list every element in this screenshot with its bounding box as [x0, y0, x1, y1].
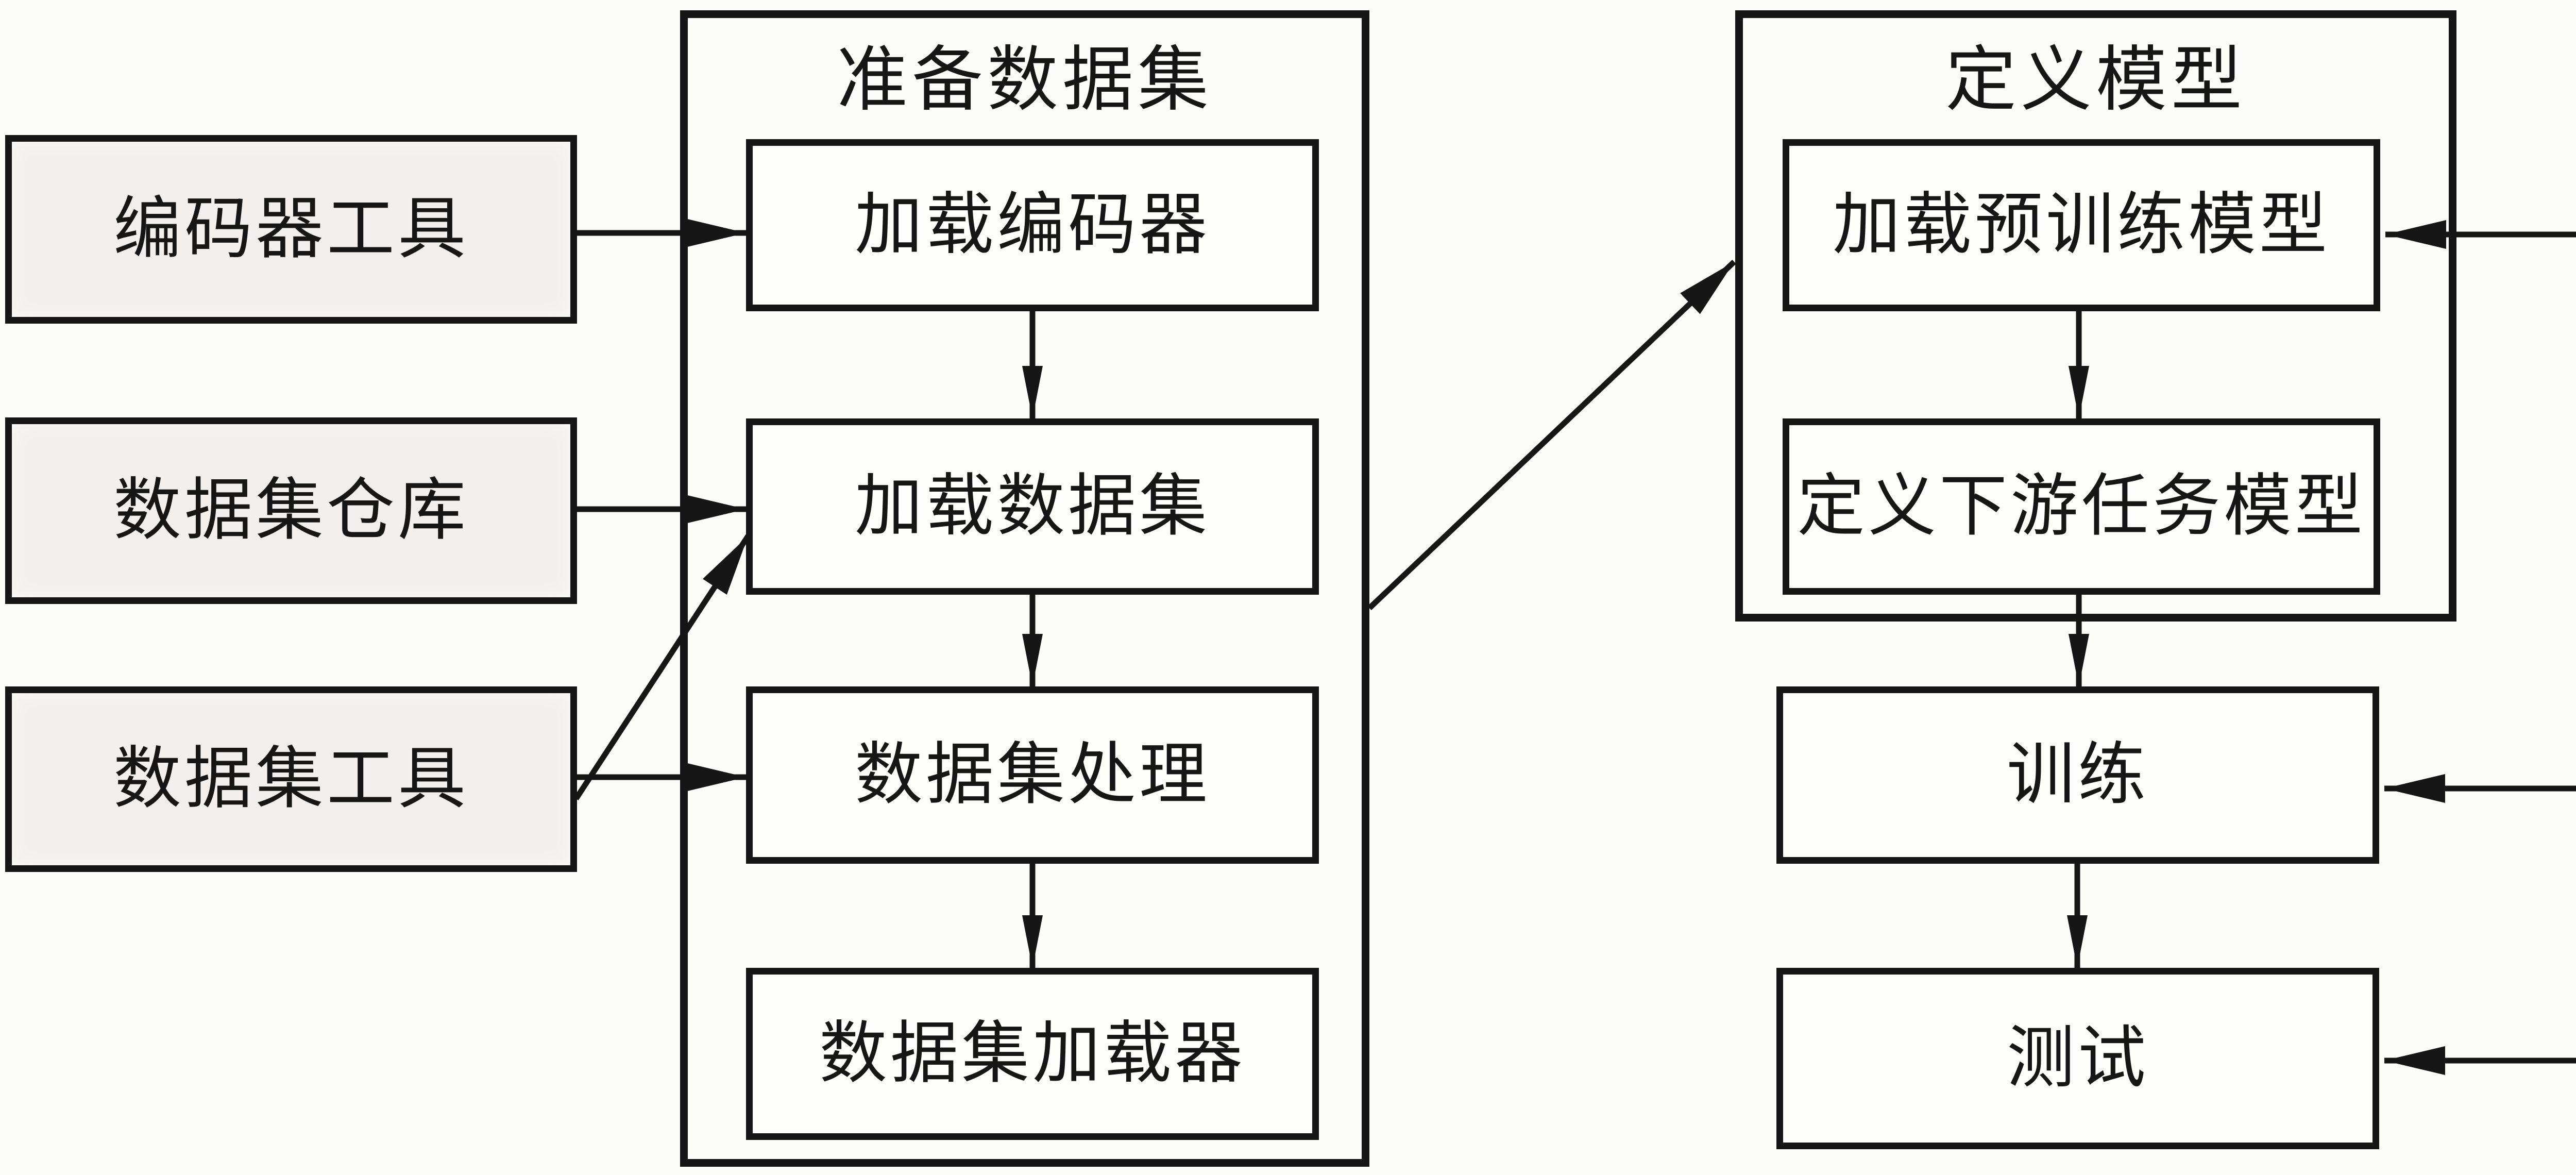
node-define-downstream-task-model: 定义下游任务模型 [1783, 418, 2380, 595]
node-dataset-loader: 数据集加载器 [746, 968, 1319, 1140]
node-define-downstream-task-model-label: 定义下游任务模型 [1797, 468, 2366, 544]
group-define-model: 定义模型 [1735, 10, 2456, 622]
node-load-pretrained-model-label: 加载预训练模型 [1833, 187, 2330, 263]
node-dataset-tools-label: 数据集工具 [113, 741, 469, 817]
node-encoder-tools-label: 编码器工具 [113, 191, 469, 267]
node-dataset-processing: 数据集处理 [746, 686, 1319, 864]
node-load-encoder: 加载编码器 [746, 139, 1319, 311]
node-encoder-tools: 编码器工具 [5, 135, 577, 324]
node-dataset-tools: 数据集工具 [5, 686, 577, 872]
node-dataset-loader-label: 数据集加载器 [819, 1016, 1246, 1092]
node-test: 测试 [1776, 968, 2379, 1149]
node-load-encoder-label: 加载编码器 [855, 187, 1210, 263]
node-load-dataset-label: 加载数据集 [855, 468, 1210, 544]
node-dataset-repository-label: 数据集仓库 [113, 473, 469, 548]
node-load-pretrained-model: 加载预训练模型 [1783, 139, 2380, 311]
arrow-prepare-dataset-to-define-model [1367, 260, 1736, 610]
node-test-label: 测试 [2007, 1020, 2149, 1096]
node-load-dataset: 加载数据集 [746, 418, 1319, 595]
group-prepare-dataset-title: 准备数据集 [836, 41, 1213, 120]
node-train-label: 训练 [2007, 737, 2149, 813]
node-dataset-processing-label: 数据集处理 [855, 737, 1210, 813]
group-define-model-title: 定义模型 [1945, 41, 2246, 120]
node-dataset-repository: 数据集仓库 [5, 417, 577, 604]
node-train: 训练 [1776, 686, 2379, 864]
